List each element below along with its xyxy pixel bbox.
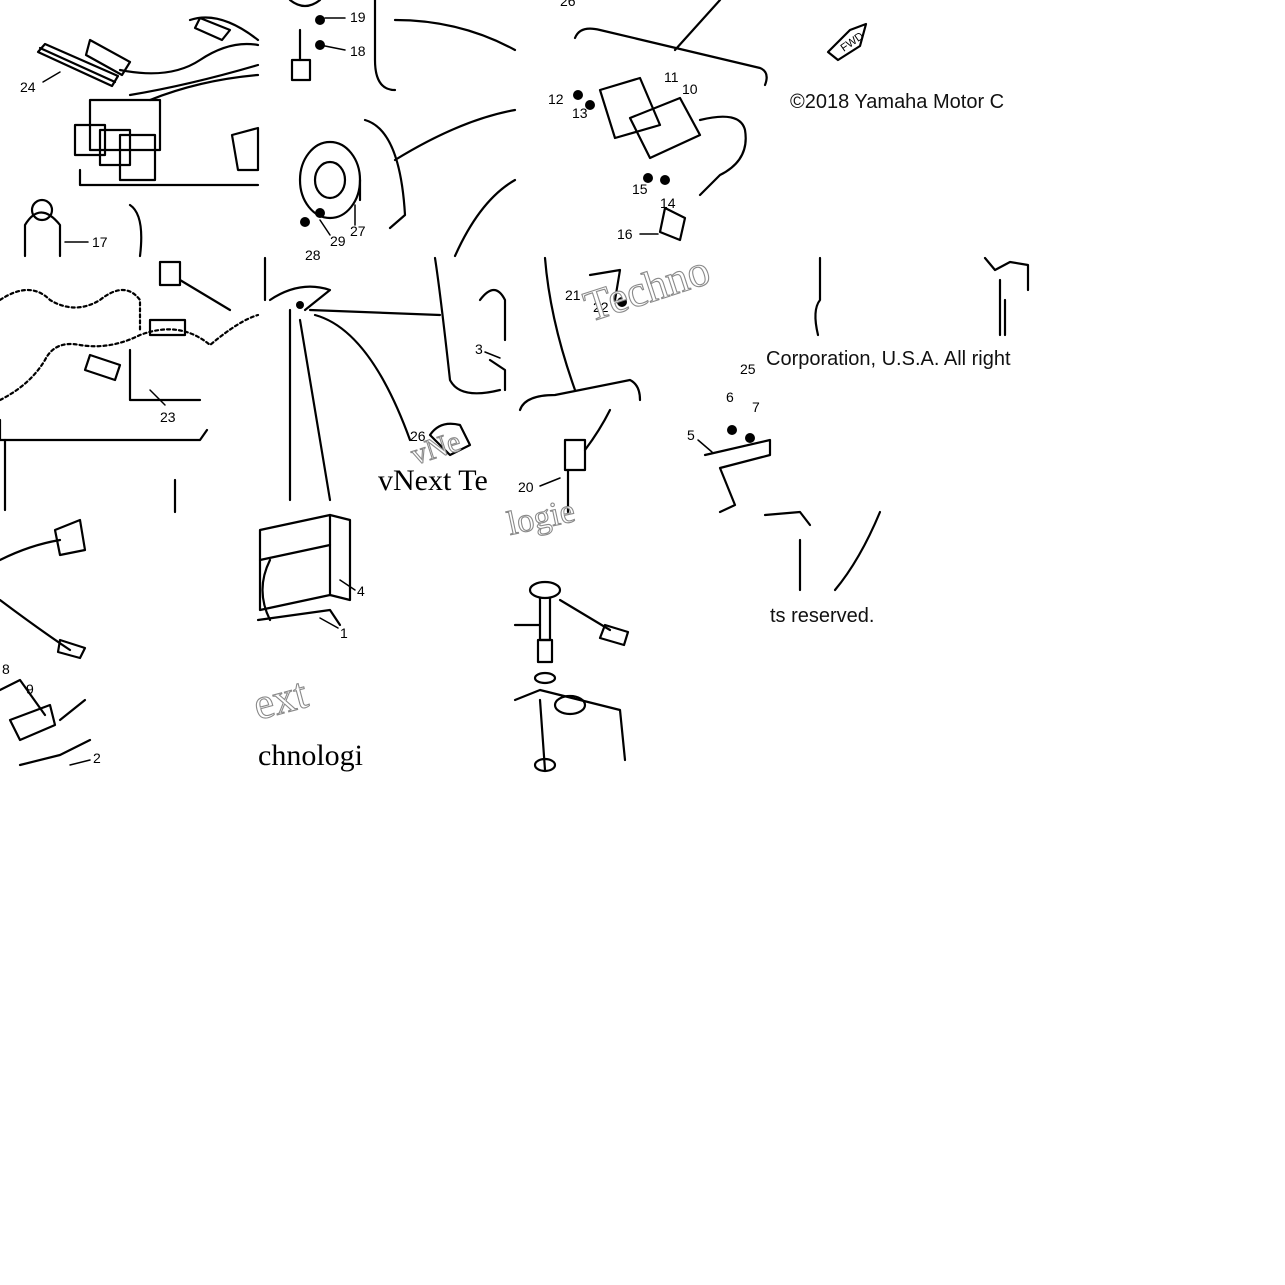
svg-text:15: 15	[632, 181, 648, 197]
watermark-logie: logie	[504, 492, 578, 542]
callout-5: 5	[687, 427, 713, 453]
svg-text:8: 8	[2, 661, 10, 677]
battery-drawing	[256, 513, 352, 627]
svg-text:6: 6	[726, 389, 734, 405]
callout-7: 7	[752, 399, 760, 415]
callout-20: 20	[518, 477, 561, 495]
watermark-vnext: vNext Te	[378, 464, 488, 497]
svg-text:18: 18	[350, 43, 366, 59]
svg-text:10: 10	[682, 81, 698, 97]
svg-text:14: 14	[660, 195, 676, 211]
switch-assembly-drawing	[36, 16, 260, 187]
callout-9: 9	[26, 681, 34, 697]
callout-10: 10	[682, 81, 698, 97]
callout-28: 28	[305, 247, 321, 263]
svg-text:26: 26	[560, 0, 576, 9]
callout-11: 11	[664, 69, 679, 85]
callout-21: 21	[565, 287, 581, 303]
bracket-drawing	[703, 256, 1030, 514]
svg-text:3: 3	[475, 341, 483, 357]
callout-3: 3	[475, 341, 501, 359]
svg-text:27: 27	[350, 223, 366, 239]
copyright-line-2: Corporation, U.S.A. All right	[766, 348, 1011, 370]
svg-text:4: 4	[357, 583, 365, 599]
callout-15: 15	[632, 181, 648, 197]
svg-text:19: 19	[350, 9, 366, 25]
callout-25: 25	[740, 361, 756, 377]
svg-text:2: 2	[93, 750, 101, 766]
copyright-line-1: ©2018 Yamaha Motor C	[790, 91, 1004, 113]
ignition-switch-drawing: 17	[23, 198, 143, 258]
thermo-switch-drawing	[513, 580, 630, 773]
copyright-line-3: ts reserved.	[770, 605, 874, 627]
frame-connectors-drawing	[173, 256, 507, 514]
svg-text:24: 24	[20, 79, 36, 95]
watermark-techno: Techno	[578, 245, 716, 331]
sensor-drawing	[518, 256, 642, 514]
callout-18: 18	[324, 43, 366, 59]
callout-8: 8	[2, 661, 10, 677]
watermark-chnologi: chnologi	[258, 739, 363, 772]
svg-text:23: 23	[160, 409, 176, 425]
svg-text:13: 13	[572, 105, 588, 121]
callout-14: 14	[660, 195, 676, 211]
rectifier-drawing	[573, 0, 768, 242]
callout-26: 26	[410, 422, 472, 457]
svg-text:20: 20	[518, 479, 534, 495]
svg-text:17: 17	[92, 234, 108, 250]
svg-text:7: 7	[752, 399, 760, 415]
svg-text:1: 1	[340, 625, 348, 641]
svg-text:21: 21	[565, 287, 581, 303]
svg-text:28: 28	[305, 247, 321, 263]
callout-24: 24	[20, 71, 61, 95]
callout-26-top: 26	[560, 0, 576, 9]
callout-19: 19	[324, 9, 366, 25]
connectors-drawing	[0, 518, 92, 767]
partial-body-drawing	[763, 510, 882, 592]
callout-4: 4	[339, 579, 365, 599]
callout-1: 1	[319, 617, 348, 641]
svg-text:22: 22	[593, 299, 609, 315]
horn-drawing	[288, 0, 517, 258]
callout-23: 23	[149, 389, 176, 425]
callout-13: 13	[572, 105, 588, 121]
callout-29: 29	[319, 219, 346, 249]
svg-text:11: 11	[664, 69, 679, 85]
callout-2: 2	[69, 750, 101, 766]
svg-text:25: 25	[740, 361, 756, 377]
callout-27: 27	[350, 204, 366, 239]
callout-16: 16	[617, 226, 659, 242]
svg-text:12: 12	[548, 91, 564, 107]
fwd-arrow-icon: FWD	[826, 22, 868, 62]
watermark-ext: ext	[248, 668, 313, 729]
wire-harness-drawing	[0, 260, 260, 512]
callout-22: 22	[593, 299, 609, 315]
callout-12: 12	[548, 91, 564, 107]
svg-text:16: 16	[617, 226, 633, 242]
svg-text:29: 29	[330, 233, 346, 249]
svg-text:26: 26	[410, 428, 426, 444]
callout-6: 6	[726, 389, 734, 405]
svg-text:9: 9	[26, 681, 34, 697]
svg-text:5: 5	[687, 427, 695, 443]
